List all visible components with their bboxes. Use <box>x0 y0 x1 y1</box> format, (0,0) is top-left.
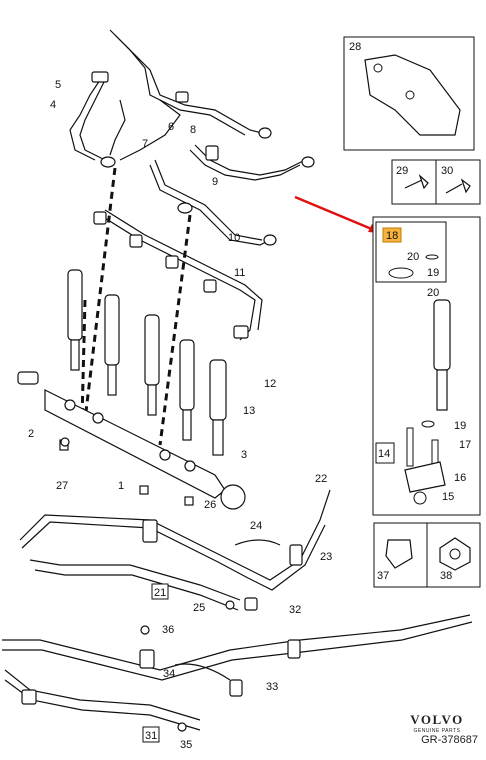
callout-34: 34 <box>163 668 175 680</box>
callout-26: 26 <box>204 499 216 511</box>
callout-2: 2 <box>28 428 34 440</box>
inset-box-37 <box>373 522 428 588</box>
callout-11: 11 <box>234 267 245 279</box>
callout-24: 24 <box>250 520 262 532</box>
callout-4: 4 <box>50 99 56 111</box>
callout-33: 33 <box>266 681 278 693</box>
callout-box-21 <box>151 583 169 600</box>
callout-21: 21 <box>154 587 166 599</box>
pipe-fittings <box>91 71 315 339</box>
indicator-arrow <box>294 195 380 233</box>
injector-3 <box>144 314 160 416</box>
fuel-rail <box>17 371 246 510</box>
inset-label-29: 29 <box>396 165 408 177</box>
brand-name: VOLVO <box>410 712 464 727</box>
inset-label-20b: 20 <box>427 287 439 299</box>
injector-leader-lines <box>80 167 192 446</box>
inset-box-injector-kit <box>372 216 481 516</box>
inset-label-38: 38 <box>440 570 452 582</box>
diagram-reference: GR-378687 <box>421 734 478 746</box>
inset-label-19b: 19 <box>454 420 466 432</box>
inset-label-19a: 19 <box>427 267 439 279</box>
callout-27: 27 <box>56 480 68 492</box>
callout-6: 6 <box>168 121 174 133</box>
inset-label-15: 15 <box>442 491 454 503</box>
injector-13 <box>209 359 227 456</box>
callout-8: 8 <box>190 124 196 136</box>
callout-box-31 <box>142 726 160 743</box>
callout-31: 31 <box>145 730 157 742</box>
injector-1 <box>67 269 83 371</box>
callout-10: 10 <box>228 232 240 244</box>
lower-clips <box>21 437 303 732</box>
inset-label-20a: 20 <box>407 251 419 263</box>
injector-4 <box>179 339 195 441</box>
inset-label-18: 18 <box>386 230 398 242</box>
callout-13: 13 <box>243 405 255 417</box>
inset-label-30: 30 <box>441 165 453 177</box>
inset-box-38 <box>426 522 481 588</box>
inset-label-17: 17 <box>459 439 471 451</box>
injector-2 <box>104 294 120 396</box>
callout-36: 36 <box>162 624 174 636</box>
callout-32: 32 <box>289 604 301 616</box>
brand-subtitle: GENUINE PARTS <box>413 728 461 734</box>
callout-22: 22 <box>315 473 327 485</box>
callout-12: 12 <box>264 378 276 390</box>
callout-23: 23 <box>320 551 332 563</box>
callout-5: 5 <box>55 79 61 91</box>
callout-25: 25 <box>193 602 205 614</box>
inset-label-16: 16 <box>454 472 466 484</box>
lower-pipe-harness <box>2 489 473 731</box>
inset-box-30 <box>435 159 481 205</box>
inset-label-28: 28 <box>349 41 361 53</box>
inset-box-29 <box>391 159 437 205</box>
callout-35: 35 <box>180 739 192 751</box>
inset-label-37: 37 <box>377 570 389 582</box>
highlight-18 <box>382 227 402 243</box>
callout-7: 7 <box>142 138 148 150</box>
callout-1: 1 <box>118 480 124 492</box>
inset-box-28 <box>343 36 475 151</box>
callout-3: 3 <box>241 449 247 461</box>
callout-9: 9 <box>212 176 218 188</box>
injectors <box>67 269 227 456</box>
brand-logo: VOLVO GENUINE PARTS <box>402 712 472 734</box>
inset-label-14: 14 <box>378 448 390 460</box>
callout-labels: 4 5 6 7 8 9 10 11 12 13 2 3 1 27 26 22 2… <box>28 41 471 751</box>
